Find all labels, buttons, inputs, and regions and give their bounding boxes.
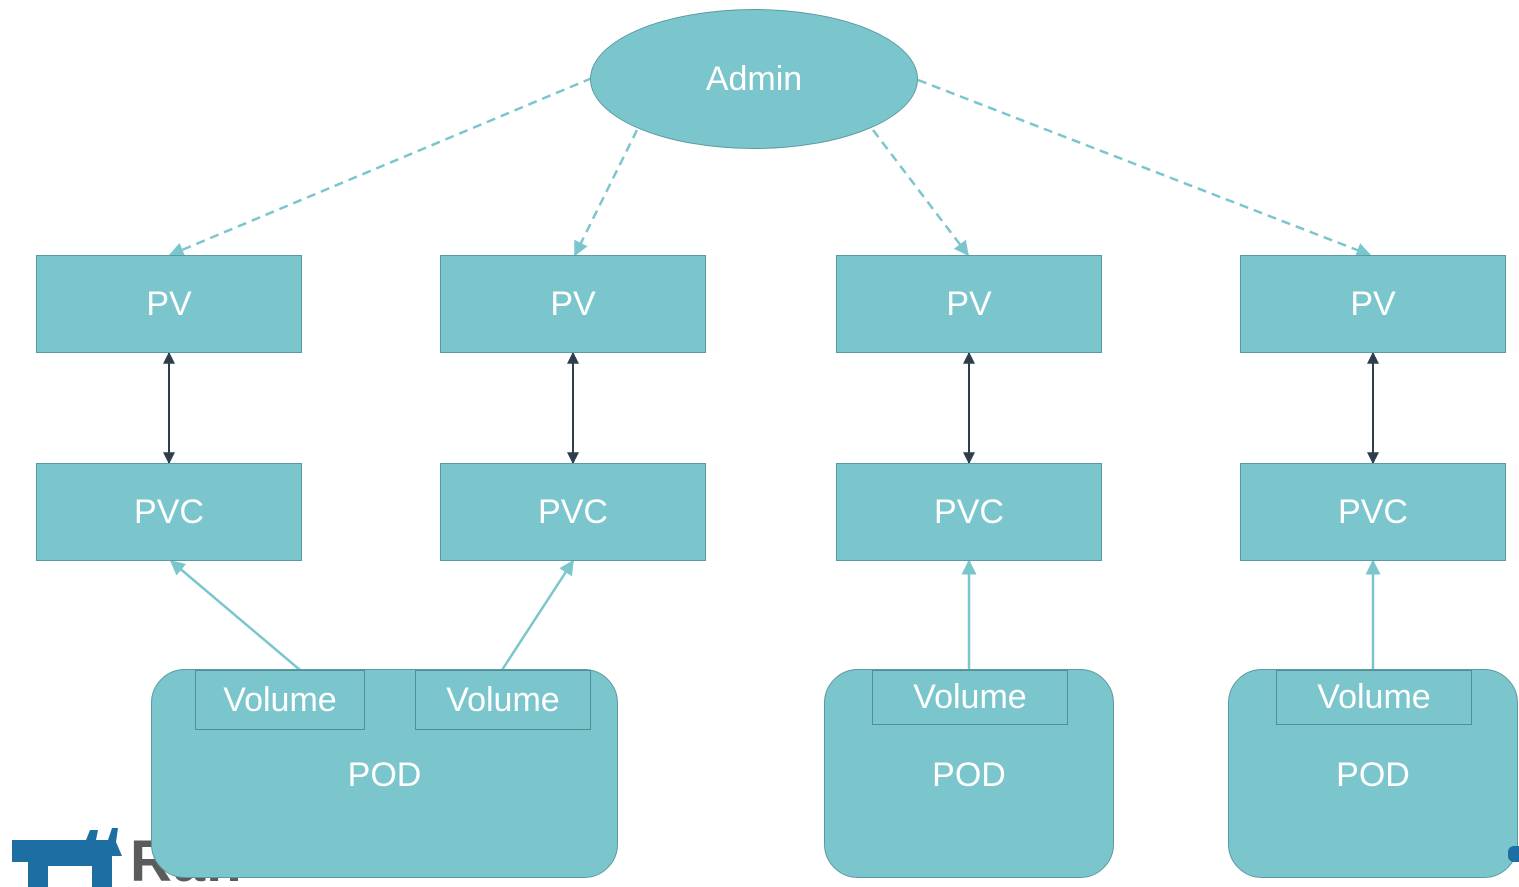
rancher-bull-icon: [12, 828, 122, 887]
volume-label: Volume: [913, 678, 1027, 716]
admin-to-pv-3-edge: [872, 129, 969, 257]
pvc-node-2: PVC: [440, 463, 706, 561]
volume-node: Volume: [195, 670, 365, 730]
pod-node-1: Volume Volume POD: [151, 669, 618, 878]
edge-logo-mark: [1508, 846, 1519, 862]
volume-label: Volume: [446, 680, 560, 719]
admin-label: Admin: [705, 59, 803, 98]
admin-node: Admin: [590, 9, 918, 149]
volume-node: Volume: [872, 670, 1068, 725]
pv-node-1: PV: [36, 255, 302, 353]
volume-node: Volume: [1276, 670, 1472, 725]
volume-to-pvc-1-edge: [169, 560, 301, 671]
pod-label: POD: [932, 756, 1006, 794]
admin-to-pv-4-edge: [917, 78, 1372, 258]
pv-node-3: PV: [836, 255, 1102, 353]
pod-node-3: Volume POD: [1228, 669, 1518, 878]
pvc-label: PVC: [1338, 492, 1408, 531]
pv-node-2: PV: [440, 255, 706, 353]
admin-to-pv-2-edge: [573, 129, 639, 257]
pvc-node-3: PVC: [836, 463, 1102, 561]
pv-label: PV: [1350, 284, 1396, 323]
pvc-label: PVC: [934, 492, 1004, 531]
admin-to-pv-1-edge: [168, 76, 593, 257]
pv-label: PV: [550, 284, 596, 323]
pv-label: PV: [946, 284, 992, 323]
volume-to-pvc-2-edge: [500, 559, 575, 671]
volume-node: Volume: [415, 670, 591, 730]
pvc-node-1: PVC: [36, 463, 302, 561]
pvc-label: PVC: [134, 492, 204, 531]
pod-label: POD: [347, 756, 422, 794]
volume-label: Volume: [223, 680, 337, 719]
pod-node-2: Volume POD: [824, 669, 1114, 878]
pod-label: POD: [1336, 756, 1410, 794]
pv-label: PV: [146, 284, 192, 323]
pvc-label: PVC: [538, 492, 608, 531]
pvc-node-4: PVC: [1240, 463, 1506, 561]
volume-label: Volume: [1317, 678, 1431, 716]
pv-node-4: PV: [1240, 255, 1506, 353]
